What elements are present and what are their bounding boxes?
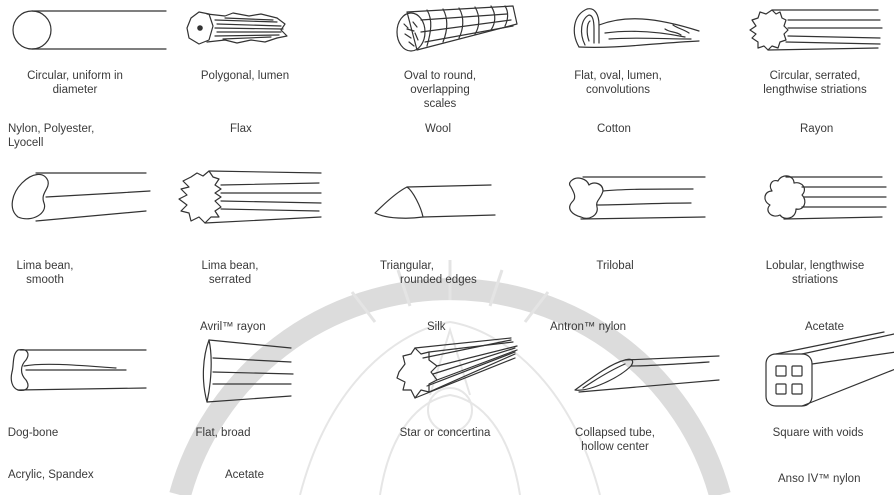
shape-description-line3: scales	[365, 97, 515, 111]
lima-bean-fiber-icon	[6, 169, 156, 225]
convoluted-fiber-icon	[565, 3, 705, 53]
shape-description: Circular, serrated,	[740, 69, 890, 83]
fiber-cell-collapsed-tube: Collapsed tube, hollow center	[545, 330, 695, 495]
fiber-cell-lima-bean: Lima bean, smooth	[0, 165, 150, 325]
fiber-name: Acrylic, Spandex	[8, 468, 94, 482]
shape-description-line2: rounded edges	[360, 273, 510, 287]
fiber-cell-lobular: Lobular, lengthwise striations Acetate	[740, 165, 890, 325]
shape-description-line2: hollow center	[540, 440, 690, 454]
serrated-circular-fiber-icon	[746, 6, 886, 56]
fiber-cell-trilobal: Trilobal Antron™ nylon	[545, 165, 695, 325]
fiber-name: Anso IV™ nylon	[778, 472, 860, 486]
fiber-cell-circular: Circular, uniform in diameter Nylon, Pol…	[0, 0, 150, 160]
shape-description-line2: serrated	[155, 273, 305, 287]
fiber-cell-serrated-lima: Lima bean, serrated Avril™ rayon	[175, 165, 325, 325]
flat-broad-fiber-icon	[195, 336, 305, 406]
shape-description: Lima bean,	[155, 259, 305, 273]
shape-description: Dog-bone	[0, 426, 108, 440]
shape-description: Lobular, lengthwise	[740, 259, 890, 273]
fiber-cell-dog-bone: Dog-bone Acrylic, Spandex	[0, 330, 150, 495]
shape-description-line2: smooth	[0, 273, 120, 287]
fiber-cell-flat-broad: Flat, broad Acetate	[175, 330, 325, 495]
triangular-fiber-icon	[371, 177, 501, 227]
collapsed-tube-fiber-icon	[569, 350, 729, 400]
shape-description: Flat, broad	[148, 426, 298, 440]
lobular-fiber-icon	[762, 171, 892, 227]
shape-description: Lima bean,	[0, 259, 120, 273]
circular-fiber-icon	[8, 6, 168, 56]
fiber-name: Cotton	[597, 122, 631, 136]
dog-bone-fiber-icon	[6, 344, 156, 398]
square-voids-fiber-icon	[760, 330, 894, 416]
fiber-cell-convoluted: Flat, oval, lumen, convolutions Cotton	[545, 0, 695, 160]
polygonal-fiber-icon	[185, 10, 295, 50]
shape-description: Trilobal	[540, 259, 690, 273]
shape-description: Star or concertina	[370, 426, 520, 440]
fiber-cell-polygonal: Polygonal, lumen Flax	[175, 0, 325, 160]
fiber-cell-triangular: Triangular, rounded edges Silk	[365, 165, 515, 325]
shape-description-line2: striations	[740, 273, 890, 287]
shape-description-line2: lengthwise striations	[740, 83, 890, 97]
fiber-cell-scaled: Oval to round, overlapping scales Wool	[365, 0, 515, 160]
shape-description: Triangular,	[360, 259, 510, 273]
trilobal-fiber-icon	[563, 171, 713, 227]
fiber-name: Nylon, Polyester, Lyocell	[8, 122, 138, 150]
shape-description: Polygonal, lumen	[170, 69, 320, 83]
star-fiber-icon	[383, 334, 523, 414]
fiber-name: Acetate	[225, 468, 264, 482]
fiber-name: Flax	[230, 122, 252, 136]
fiber-cell-serrated-circular: Circular, serrated, lengthwise striation…	[740, 0, 890, 160]
shape-description: Square with voids	[743, 426, 893, 440]
shape-description: Circular, uniform in	[0, 69, 150, 83]
shape-description-line2: convolutions	[543, 83, 693, 97]
shape-description: Oval to round,	[365, 69, 515, 83]
shape-description: Collapsed tube,	[540, 426, 690, 440]
fiber-cell-square-voids: Square with voids Anso IV™ nylon	[740, 330, 890, 495]
shape-description-line2: diameter	[0, 83, 150, 97]
shape-description: Flat, oval, lumen,	[543, 69, 693, 83]
scaled-fiber-icon	[387, 2, 527, 54]
serrated-lima-fiber-icon	[175, 167, 325, 227]
fiber-cell-star: Star or concertina	[365, 330, 515, 495]
fiber-name: Wool	[425, 122, 451, 136]
fiber-name: Rayon	[800, 122, 833, 136]
shape-description-line2: overlapping	[365, 83, 515, 97]
